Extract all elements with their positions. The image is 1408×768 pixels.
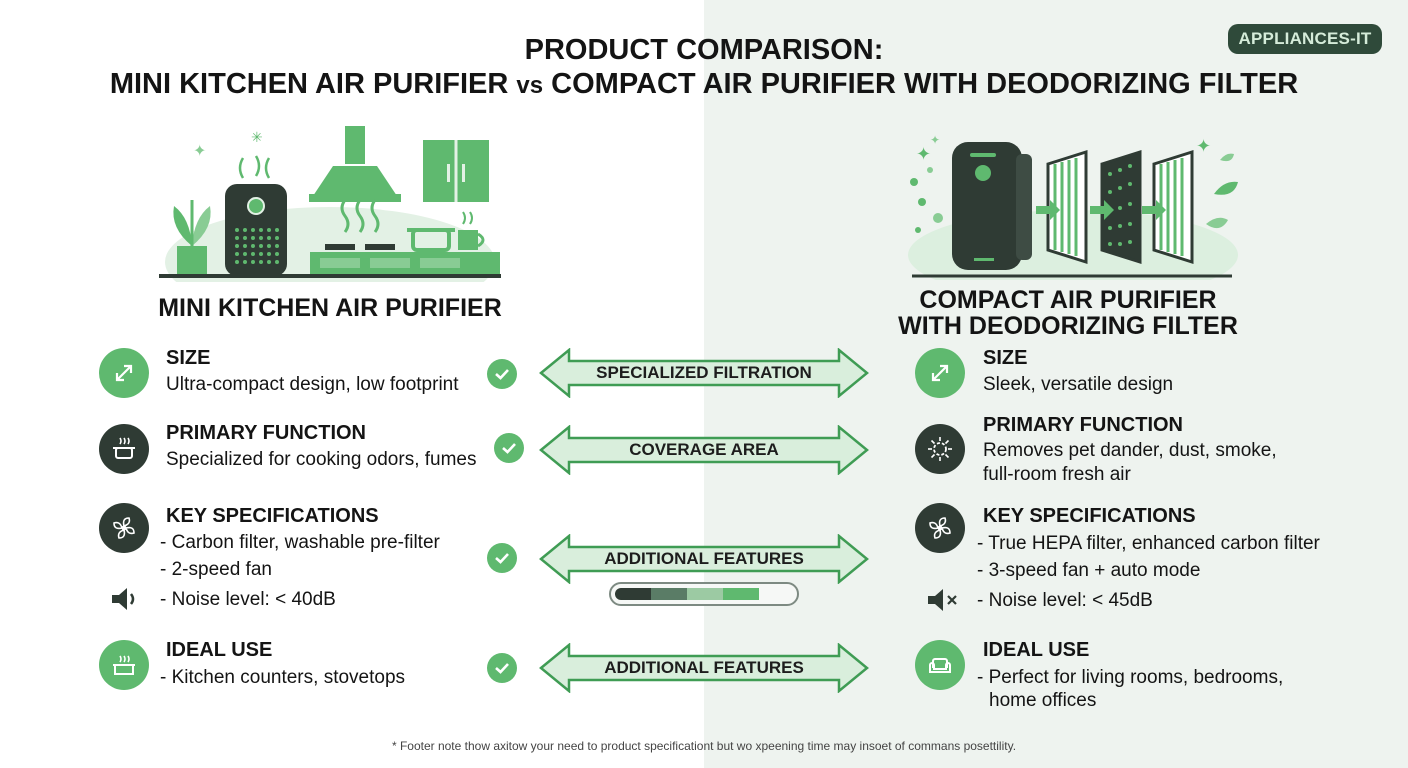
compare-arrow-features-2: ADDITIONAL FEATURES <box>539 643 869 693</box>
cooking-pot-icon <box>99 424 149 474</box>
meter-segment <box>759 588 793 600</box>
svg-text:✳: ✳ <box>251 130 263 146</box>
svg-text:✦: ✦ <box>193 141 206 160</box>
subtitle-product-a: MINI KITCHEN AIR PURIFIER <box>109 68 509 100</box>
right-spec-item: - Noise level: < 45dB <box>977 590 1153 611</box>
muted-speaker-icon <box>928 589 957 611</box>
left-spec-item: - Noise level: < 40dB <box>160 589 336 610</box>
right-use-text: home offices <box>989 690 1097 711</box>
right-function-text: full-room fresh air <box>983 464 1131 485</box>
left-use-text: - Kitchen counters, stovetops <box>160 667 406 688</box>
compare-label: ADDITIONAL FEATURES <box>604 549 804 568</box>
left-spec-item: - 2-speed fan <box>160 559 272 580</box>
compare-label: ADDITIONAL FEATURES <box>604 658 804 677</box>
right-size-text: Sleek, versatile design <box>983 374 1174 395</box>
subtitle-vs: vs <box>516 72 544 99</box>
brand-badge: APPLIANCES-IT <box>1228 24 1382 54</box>
left-spec-item: - Carbon filter, washable pre-filter <box>160 532 440 553</box>
right-spec-item: - True HEPA filter, enhanced carbon filt… <box>977 533 1320 554</box>
right-function-text: Removes pet dander, dust, smoke, <box>983 440 1277 461</box>
right-use-text: - Perfect for living rooms, bedrooms, <box>977 667 1284 688</box>
left-use-heading: IDEAL USE <box>166 639 273 661</box>
meter-segment <box>651 588 687 600</box>
meter-segment <box>615 588 651 600</box>
purifier-filters-illustration: ✦ ✦ ✦ <box>908 133 1238 280</box>
virus-icon <box>915 424 965 474</box>
footer-note: * Footer note thow axitow your need to p… <box>391 739 1017 753</box>
compare-label: COVERAGE AREA <box>629 440 779 459</box>
expand-arrows-icon <box>915 348 965 398</box>
right-spec-item: - 3-speed fan + auto mode <box>977 560 1201 581</box>
check-icon <box>487 653 517 683</box>
compare-arrow-coverage: COVERAGE AREA <box>539 425 869 475</box>
speaker-icon <box>112 588 135 610</box>
right-specs-heading: KEY SPECIFICATIONS <box>983 505 1196 527</box>
right-size-heading: SIZE <box>983 347 1028 369</box>
check-icon <box>487 543 517 573</box>
meter-segment <box>723 588 759 600</box>
right-title-line1: COMPACT AIR PURIFIER <box>919 286 1217 314</box>
kitchen-illustration: ✳ ✦ <box>159 126 501 282</box>
left-size-text: Ultra-compact design, low footprint <box>166 374 459 395</box>
fan-icon <box>915 503 965 553</box>
expand-arrows-icon <box>99 348 149 398</box>
meter-segment <box>687 588 723 600</box>
left-specs-heading: KEY SPECIFICATIONS <box>166 505 379 527</box>
level-meter <box>609 582 799 606</box>
compare-label: SPECIALIZED FILTRATION <box>596 363 812 382</box>
check-icon <box>487 359 517 389</box>
right-function-heading: PRIMARY FUNCTION <box>983 414 1183 436</box>
right-use-heading: IDEAL USE <box>983 639 1090 661</box>
check-icon <box>494 433 524 463</box>
left-function-text: Specialized for cooking odors, fumes <box>166 449 477 470</box>
svg-text:✦: ✦ <box>1196 136 1211 157</box>
left-function-heading: PRIMARY FUNCTION <box>166 422 366 444</box>
page-subtitle: MINI KITCHEN AIR PURIFIER vs COMPACT AIR… <box>0 68 1408 101</box>
page-title: PRODUCT COMPARISON: <box>524 34 884 66</box>
sofa-icon <box>915 640 965 690</box>
right-title-line2: WITH DEODORIZING FILTER <box>898 312 1238 340</box>
right-product-title: COMPACT AIR PURIFIER WITH DEODORIZING FI… <box>868 287 1268 339</box>
subtitle-product-b: COMPACT AIR PURIFIER WITH DEODORIZING FI… <box>551 68 1299 100</box>
svg-text:✦: ✦ <box>930 133 940 147</box>
svg-text:✦: ✦ <box>916 144 931 165</box>
stove-icon <box>99 640 149 690</box>
left-size-heading: SIZE <box>166 347 211 369</box>
compare-arrow-filtration: SPECIALIZED FILTRATION <box>539 348 869 398</box>
left-product-title: MINI KITCHEN AIR PURIFIER <box>158 294 502 322</box>
compare-arrow-features: ADDITIONAL FEATURES <box>539 534 869 584</box>
fan-icon <box>99 503 149 553</box>
